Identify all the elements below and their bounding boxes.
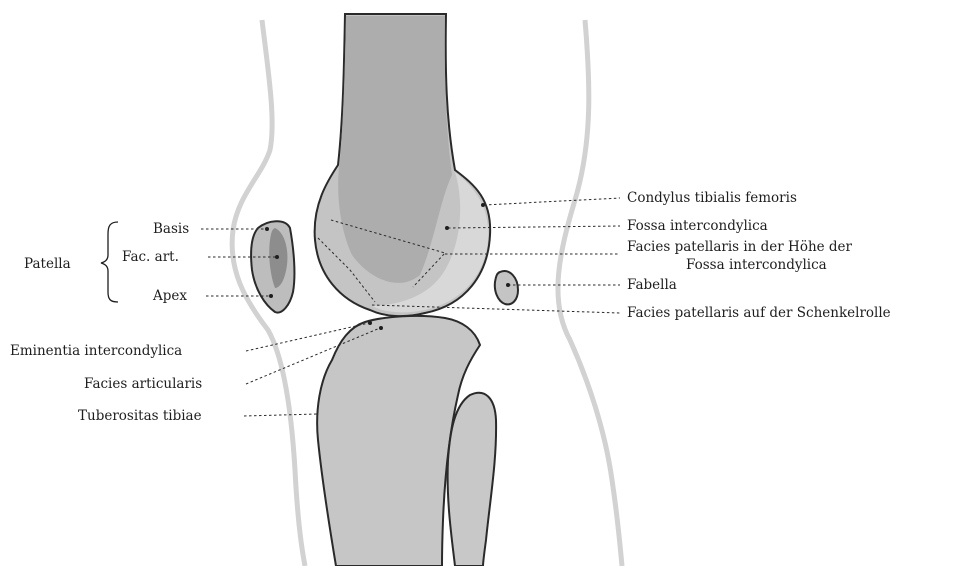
fibula (448, 393, 496, 566)
label-fabella: Fabella (627, 277, 677, 293)
label-patella: Patella (24, 256, 71, 272)
label-eminentia: Eminentia intercondylica (10, 343, 182, 359)
label-facies-articularis: Facies articularis (84, 376, 202, 392)
leader-tuberositas (244, 414, 318, 416)
leader-condylus (484, 198, 620, 205)
patella-bracket (101, 222, 118, 302)
marker-fabella (506, 283, 510, 287)
soft-tissue-outline-right (558, 20, 622, 566)
label-condylus: Condylus tibialis femoris (627, 190, 797, 206)
label-facies-patellaris-2: Fossa intercondylica (686, 257, 827, 273)
marker-condylus (481, 203, 485, 207)
marker-apex (269, 294, 273, 298)
label-fac-art: Fac. art. (122, 249, 179, 265)
marker-basis (265, 227, 269, 231)
marker-facies-articularis (379, 326, 383, 330)
marker-fossa (445, 226, 449, 230)
fabella (495, 271, 518, 304)
label-basis: Basis (153, 221, 189, 237)
label-apex: Apex (152, 288, 187, 304)
label-schenkelrolle: Facies patellaris auf der Schenkelrolle (627, 305, 891, 321)
label-facies-patellaris-1: Facies patellaris in der Höhe der (627, 239, 853, 255)
marker-fac-art (275, 255, 279, 259)
label-tuberositas: Tuberositas tibiae (78, 408, 202, 424)
marker-eminentia (368, 321, 372, 325)
label-fossa: Fossa intercondylica (627, 218, 768, 234)
